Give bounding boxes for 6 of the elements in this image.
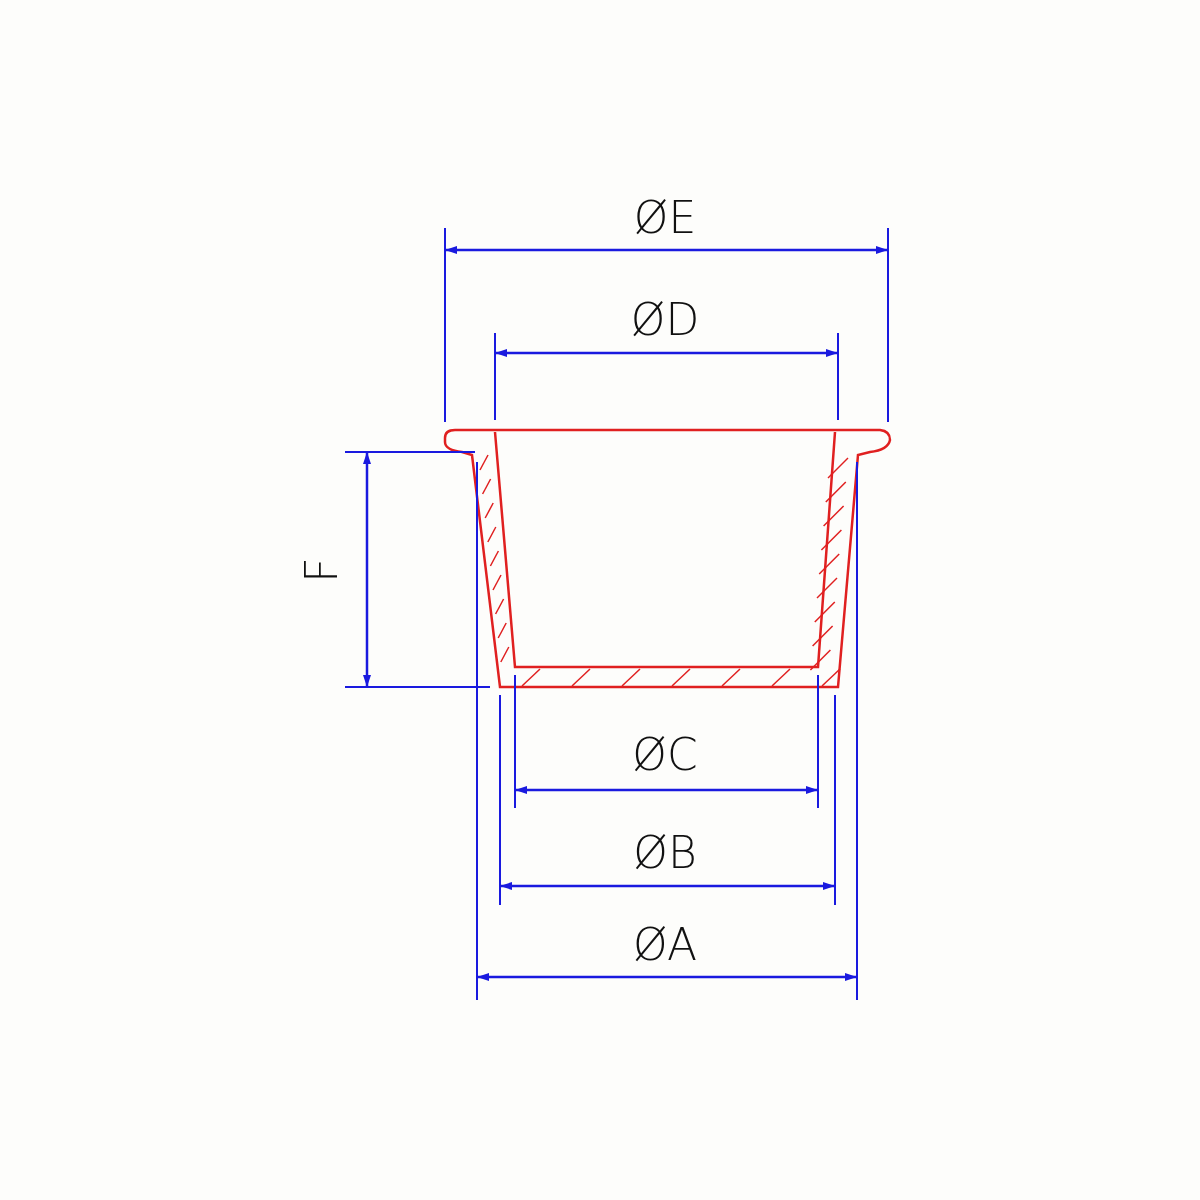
dimension-label: ØC — [632, 733, 698, 777]
dimension-label: ØD — [630, 298, 700, 342]
dimension-label: ØA — [633, 923, 697, 967]
dimension-label: ØE — [633, 196, 697, 240]
dimension-label: ØB — [633, 831, 697, 875]
dimension-label: F — [300, 557, 344, 583]
